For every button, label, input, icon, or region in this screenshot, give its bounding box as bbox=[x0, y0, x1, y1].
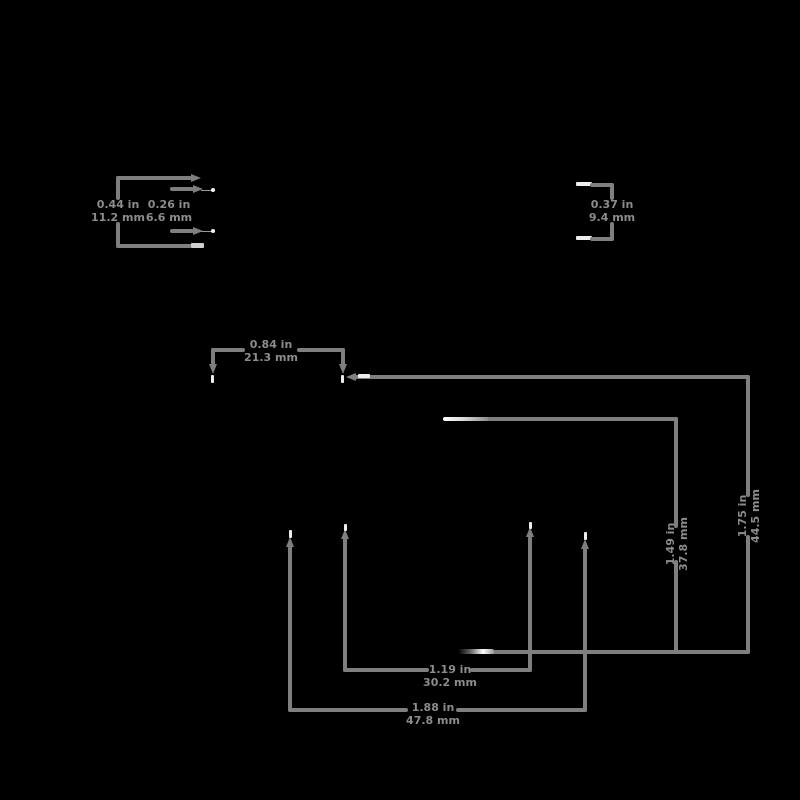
dim-value-mm: 9.4 mm bbox=[588, 211, 636, 224]
dim-arm-line bbox=[116, 244, 192, 248]
arrowhead-up-icon bbox=[526, 527, 534, 537]
dim-line bbox=[674, 417, 678, 528]
dim-line bbox=[470, 668, 532, 672]
arrowhead-right-icon bbox=[191, 174, 201, 182]
dim-hook-line bbox=[211, 348, 215, 366]
leader-line-thin bbox=[201, 190, 212, 191]
arrowhead-up-icon bbox=[341, 529, 349, 539]
dim-hook-line bbox=[528, 536, 532, 672]
arrowhead-right-icon bbox=[193, 227, 203, 235]
feature-highlight-tick bbox=[584, 532, 587, 540]
dim-value-mm: 11.2 mm bbox=[91, 211, 145, 224]
dim-hook-line bbox=[583, 548, 587, 712]
feature-highlight-tick bbox=[211, 375, 214, 383]
dim-label-top-right-height: 0.37 in 9.4 mm bbox=[589, 198, 635, 224]
dim-extension-line bbox=[354, 375, 750, 379]
dim-line bbox=[674, 560, 678, 654]
dim-label-top-left-pin-gap: 0.26 in 6.6 mm bbox=[146, 198, 192, 224]
dim-hook-line bbox=[288, 546, 292, 712]
arrowhead-right-icon bbox=[193, 185, 203, 193]
leader-line bbox=[170, 187, 194, 191]
dim-line bbox=[211, 348, 245, 352]
feature-highlight-tick bbox=[341, 375, 344, 383]
dim-label-right-outer-height: 1.75 in 44.5 mm bbox=[736, 489, 762, 543]
dim-line bbox=[343, 668, 429, 672]
dim-value-inches: 0.44 in bbox=[96, 197, 140, 211]
feature-highlight-tick bbox=[358, 374, 370, 378]
dim-value-mm: 21.3 mm bbox=[244, 351, 298, 364]
dim-label-top-width: 0.84 in 21.3 mm bbox=[244, 338, 298, 364]
dim-value-mm: 30.2 mm bbox=[423, 676, 477, 689]
leader-line bbox=[170, 229, 194, 233]
arrowhead-down-icon bbox=[209, 364, 217, 374]
dim-label-top-left-height: 0.44 in 11.2 mm bbox=[91, 198, 145, 224]
probe-pin-highlight bbox=[458, 649, 494, 654]
dim-arm-line bbox=[116, 176, 192, 180]
dim-arm-line bbox=[590, 183, 614, 187]
dim-label-bottom-outer-width: 1.88 in 47.8 mm bbox=[406, 701, 460, 727]
dim-line bbox=[610, 222, 614, 241]
dim-label-right-inner-height: 1.49 in 37.8 mm bbox=[664, 517, 690, 571]
feature-highlight-tick bbox=[529, 522, 532, 529]
feature-highlight-tick bbox=[191, 243, 204, 248]
leader-line-thin bbox=[201, 231, 212, 232]
dim-value-inches: 1.19 in bbox=[428, 662, 472, 676]
dim-value-inches: 0.37 in bbox=[590, 197, 634, 211]
arrowhead-up-icon bbox=[581, 539, 589, 549]
arrowhead-down-icon bbox=[339, 364, 347, 374]
dim-line bbox=[288, 708, 408, 712]
dim-line bbox=[297, 348, 345, 352]
dim-extension-line bbox=[116, 222, 120, 248]
dim-value-inches: 0.84 in bbox=[249, 337, 293, 351]
feature-highlight-tick bbox=[576, 236, 592, 240]
dim-value-mm: 37.8 mm bbox=[677, 517, 690, 571]
feature-point bbox=[211, 188, 215, 192]
dim-value-mm: 44.5 mm bbox=[749, 489, 762, 543]
dim-extension-line bbox=[490, 650, 750, 654]
feature-highlight-tick bbox=[289, 530, 292, 538]
dim-hook-line bbox=[343, 538, 347, 672]
dim-line bbox=[456, 708, 587, 712]
feature-highlight-tick bbox=[344, 524, 347, 531]
dim-extension-line bbox=[116, 176, 120, 200]
feature-point bbox=[211, 229, 215, 233]
dim-value-inches: 0.26 in bbox=[147, 197, 191, 211]
dim-line bbox=[610, 183, 614, 200]
dim-arm-line bbox=[590, 237, 614, 241]
arrowhead-left-icon bbox=[346, 373, 356, 381]
arrowhead-up-icon bbox=[286, 537, 294, 547]
dim-line bbox=[746, 535, 750, 654]
feature-highlight-tick bbox=[576, 182, 592, 186]
dim-value-inches: 1.88 in bbox=[411, 700, 455, 714]
dim-hook-line bbox=[341, 348, 345, 366]
probe-pin-highlight bbox=[443, 417, 491, 421]
dim-value-inches: 1.75 in bbox=[735, 494, 749, 538]
dim-line bbox=[746, 375, 750, 497]
dim-value-mm: 47.8 mm bbox=[406, 714, 460, 727]
dim-label-bottom-inner-width: 1.19 in 30.2 mm bbox=[423, 663, 477, 689]
dim-value-mm: 6.6 mm bbox=[145, 211, 193, 224]
dim-value-inches: 1.49 in bbox=[663, 522, 677, 566]
dim-extension-line bbox=[488, 417, 678, 421]
